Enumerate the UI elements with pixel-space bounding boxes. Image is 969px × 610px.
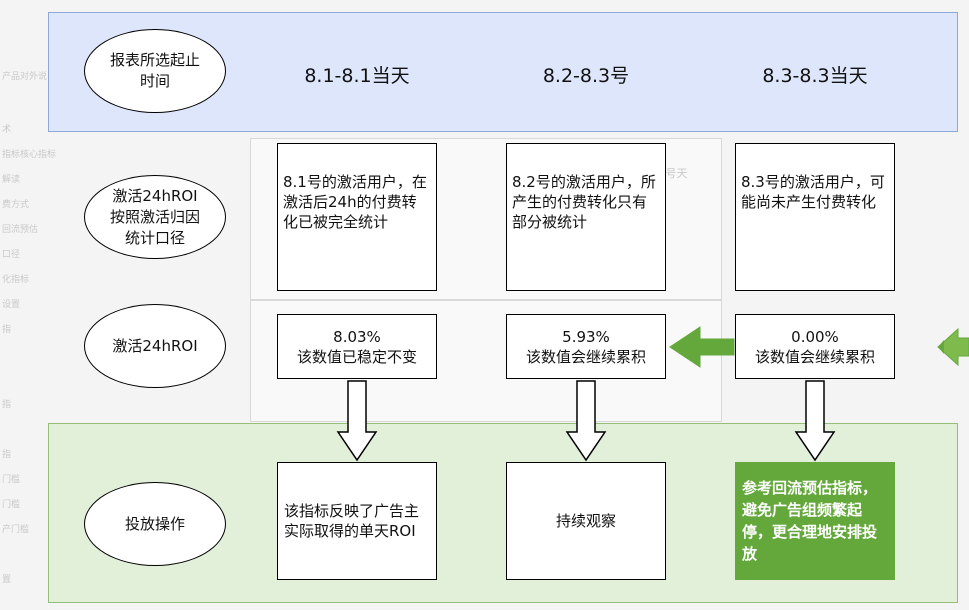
action-box-2: 持续观察: [506, 462, 666, 580]
notch-mark: [938, 340, 944, 354]
ghost-text: 化指标: [2, 275, 30, 285]
column-header-2: 8.2-8.3号: [542, 64, 630, 87]
description-box-2: 8.2号的激活用户，所产生的付费转化只有部分被统计: [506, 143, 666, 291]
ghost-text: 设置: [2, 300, 21, 310]
row-label-time: 报表所选起止 时间: [84, 29, 226, 113]
ghost-text: 8.3号天: [648, 167, 688, 180]
description-box-3: 8.3号的激活用户，可能尚未产生付费转化: [735, 143, 895, 291]
ghost-text: 回流预估: [2, 225, 39, 235]
roi-box-3: 0.00% 该数值会继续累积: [735, 314, 895, 379]
ghost-text: 产品对外说: [2, 72, 48, 82]
ghost-text: 解读: [2, 175, 21, 185]
roi-box-1: 8.03% 该数值已稳定不变: [277, 314, 437, 379]
ghost-text: 指标核心指标: [2, 150, 57, 160]
row-label-roi: 激活24hROI: [84, 304, 226, 388]
notched-left-arrow-icon: [937, 327, 969, 367]
row-label-operation: 投放操作: [84, 482, 226, 566]
left-arrow-icon: [669, 326, 735, 368]
down-arrow-icon: [565, 380, 607, 462]
ghost-text: 置: [2, 575, 12, 585]
action-box-3-highlight: 参考回流预估指标，避免广告组频繁起停，更合理地安排投放: [735, 462, 895, 580]
ghost-text: 口径: [2, 250, 21, 260]
roi-box-2: 5.93% 该数值会继续累积: [506, 314, 666, 379]
ghost-text: 门槛: [2, 475, 21, 485]
ghost-text: 指: [2, 400, 12, 410]
action-box-1: 该指标反映了广告主实际取得的单天ROI: [277, 462, 437, 580]
description-box-1: 8.1号的激活用户，在激活后24h的付费转化已被完全统计: [277, 143, 437, 291]
down-arrow-icon: [336, 380, 378, 462]
column-header-3: 8.3-8.3当天: [762, 64, 868, 87]
ghost-text: 指: [2, 325, 12, 335]
ghost-text: 费方式: [2, 200, 30, 210]
ghost-text: 门槛: [2, 500, 21, 510]
row-label-roi-definition: 激活24hROI 按照激活归因 统计口径: [84, 175, 226, 259]
ghost-text: 产门槛: [2, 525, 30, 535]
down-arrow-icon: [794, 380, 836, 462]
column-header-1: 8.1-8.1当天: [304, 64, 410, 87]
ghost-text: 术: [2, 125, 12, 135]
ghost-text: 指: [2, 450, 12, 460]
